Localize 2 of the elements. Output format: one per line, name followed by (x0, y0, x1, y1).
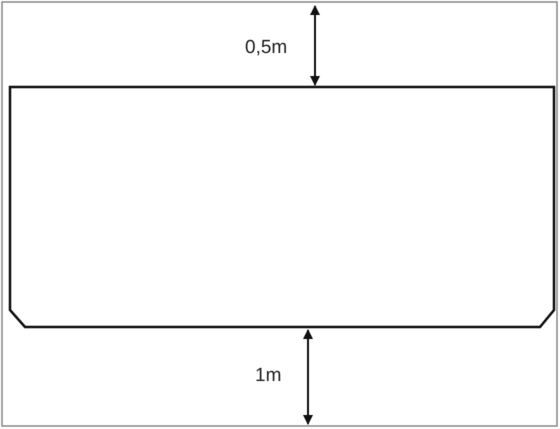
dimension-label: 1m (255, 366, 282, 385)
dimension-label: 0,5m (245, 38, 288, 57)
